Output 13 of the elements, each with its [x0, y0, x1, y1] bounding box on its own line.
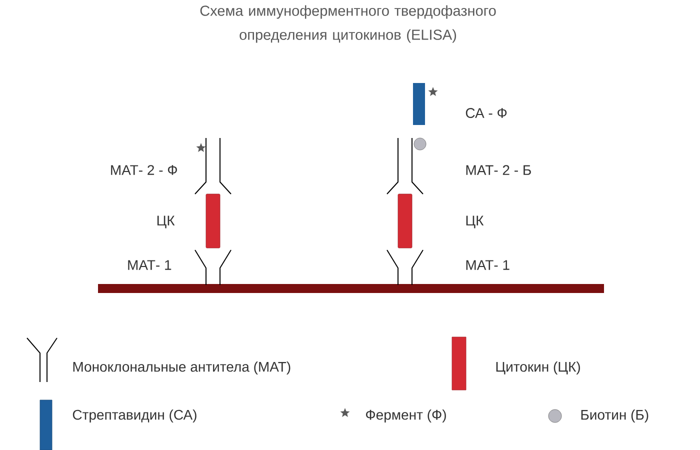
- legend-label: Цитокин (ЦК): [496, 361, 580, 375]
- part-label: МАТ- 1: [128, 260, 172, 270]
- part-label: МАТ- 1: [466, 260, 510, 270]
- part-label: МАТ- 2 - Б: [466, 165, 531, 175]
- part-label: СА - Ф: [466, 108, 507, 118]
- title: Схема иммуноферментного твердофазного определения цитокинов (ELISA): [200, 5, 496, 43]
- part-label: ЦК: [157, 216, 175, 228]
- part-label: МАТ- 2 - Ф: [111, 165, 177, 175]
- legend-label: Биотин (Б): [581, 409, 648, 423]
- part-label: ЦК: [466, 216, 484, 228]
- legend-label: Моноклональные антитела (МАТ): [73, 361, 290, 375]
- legend-label: Фермент (Ф): [366, 409, 446, 423]
- legend-label: Стрептавидин (СА): [72, 409, 196, 423]
